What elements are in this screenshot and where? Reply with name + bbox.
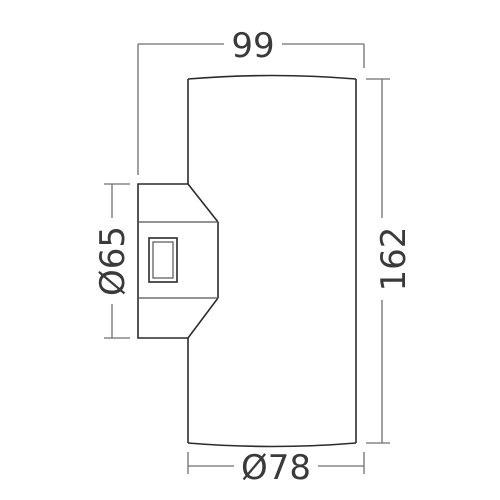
lamp-body	[187, 74, 357, 448]
dimension-width: 99	[137, 26, 365, 175]
bracket-outline	[137, 183, 188, 339]
bracket-screw-slot-inner	[152, 241, 174, 279]
body-bottom-edge	[187, 442, 357, 448]
bracket-bottom-slope	[187, 297, 219, 339]
dimension-body-diameter: Ø78	[187, 448, 365, 488]
dimension-height: 162	[366, 78, 414, 444]
bracket-top-slope	[187, 183, 219, 223]
mount-diameter-label: Ø65	[93, 226, 133, 296]
body-top-edge	[187, 74, 357, 80]
width-label: 99	[231, 26, 274, 66]
bracket-screw-slot	[148, 237, 178, 283]
wall-mount-bracket	[137, 183, 219, 339]
body-diameter-label: Ø78	[241, 448, 311, 488]
dimension-mount-diameter: Ø65	[93, 183, 133, 339]
height-label: 162	[374, 227, 414, 292]
